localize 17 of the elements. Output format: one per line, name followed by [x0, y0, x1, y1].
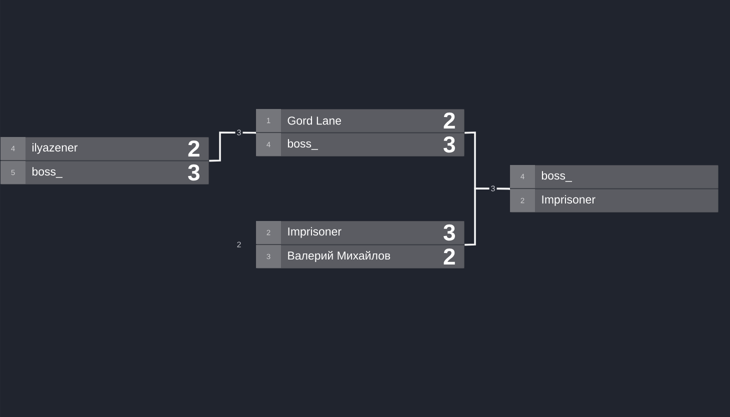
- match-label: 2: [237, 242, 241, 248]
- player-name: boss_: [32, 167, 63, 178]
- player-name: Imprisoner: [288, 227, 342, 238]
- player-name: ilyazener: [32, 143, 78, 154]
- score: 3: [444, 224, 455, 241]
- bracket-line: [209, 132, 256, 162]
- player-name: Валерий Михайлов: [288, 251, 390, 262]
- score: 2: [188, 140, 200, 157]
- score: 2: [444, 248, 455, 265]
- score: 2: [444, 112, 455, 129]
- player-name: boss_: [542, 171, 572, 182]
- bracket-line: [464, 188, 510, 246]
- player-name: Imprisoner: [542, 195, 596, 206]
- player-name: boss_: [288, 139, 318, 150]
- player-name: Gord Lane: [288, 116, 342, 125]
- score: 3: [188, 164, 200, 181]
- score: 3: [444, 136, 455, 153]
